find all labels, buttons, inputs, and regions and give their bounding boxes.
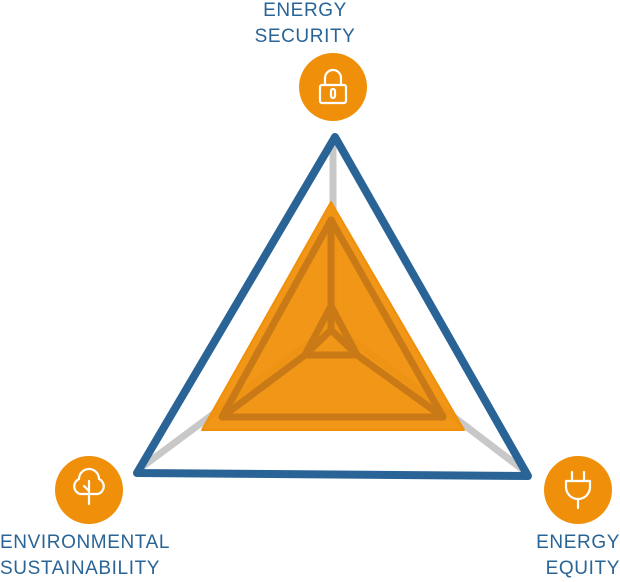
environmental-sustainability-badge xyxy=(55,456,123,524)
tree-icon xyxy=(73,467,105,506)
small-triangle xyxy=(301,302,361,359)
energy-equity-label-line2: EQUITY xyxy=(545,558,620,579)
energy-security-label: ENERGY SECURITY xyxy=(230,0,380,50)
energy-equity-label: ENERGY EQUITY xyxy=(520,530,620,582)
spoke-right xyxy=(353,351,447,421)
energy-security-badge xyxy=(299,53,367,121)
energy-security-label-line1: ENERGY xyxy=(263,0,347,21)
mid-triangle xyxy=(218,216,447,421)
environmental-sustainability-label: ENVIRONMENTAL SUSTAINABILITY xyxy=(0,530,190,582)
plug-icon xyxy=(564,470,592,510)
spoke-left xyxy=(218,351,309,421)
inner-structure xyxy=(218,216,447,421)
center-spoke-left xyxy=(301,326,335,359)
energy-security-circle xyxy=(299,53,367,121)
center-spoke-right xyxy=(327,326,361,359)
energy-security-label-line2: SECURITY xyxy=(254,26,356,47)
environmental-sustainability-label-line1: ENVIRONMENTAL xyxy=(0,532,171,553)
environmental-sustainability-label-line2: SUSTAINABILITY xyxy=(0,558,161,579)
outer-triangle xyxy=(133,133,532,480)
energy-equity-label-line1: ENERGY xyxy=(536,532,620,553)
lock-icon xyxy=(318,68,348,105)
energy-equity-circle xyxy=(544,456,612,524)
energy-equity-badge xyxy=(544,456,612,524)
